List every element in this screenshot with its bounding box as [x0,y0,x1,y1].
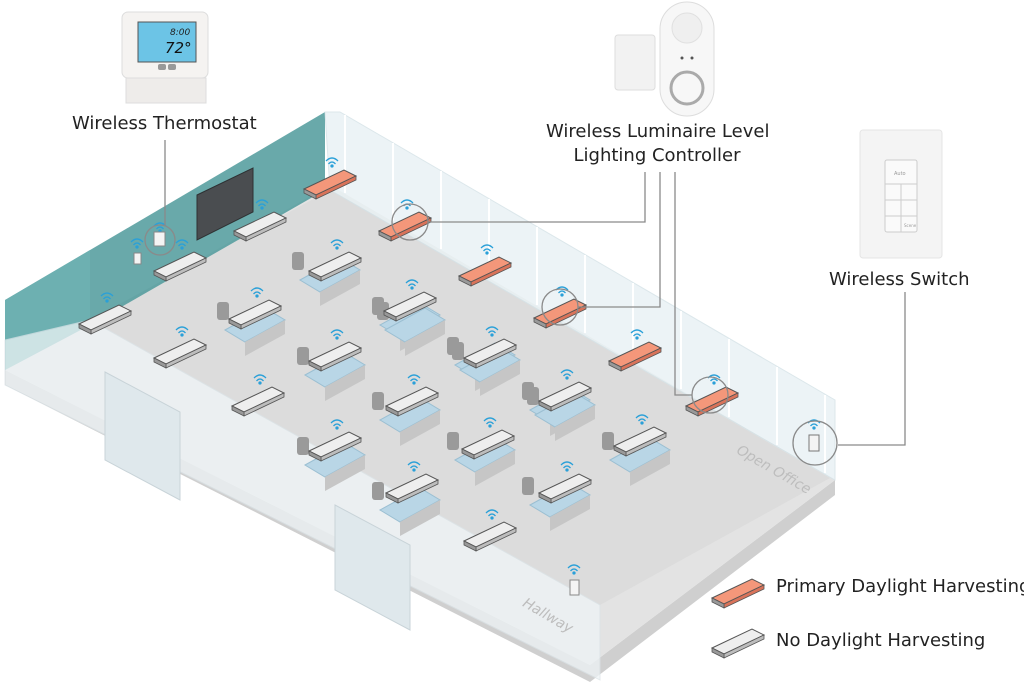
chair [602,432,614,450]
wifi-icon [405,279,419,290]
standard-fixture [460,429,516,460]
thermostat-temp: 72° [165,39,192,57]
luminaire-controller-product-image [614,1,715,117]
standard-fixture [227,299,283,330]
legend-primary-daylight: Primary Daylight Harvesting [776,576,1024,597]
luminaire-controller-label-line1: Wireless Luminaire Level [546,121,770,142]
standard-fixture [152,338,208,369]
wifi-icon [635,414,649,425]
daylight-harvesting-fixture [684,386,740,417]
wifi-icon [175,239,189,250]
light-fixtures [77,157,821,575]
office-switch [808,434,820,452]
chair [452,342,464,360]
wifi-icon [485,326,499,337]
chair [447,432,459,450]
switch-scene-text: Scene [904,223,917,228]
wifi-icon [330,329,344,340]
chair [372,392,384,410]
thermostat-time: 8:00 [170,28,190,38]
callout-lines [144,140,906,466]
wifi-icon [325,157,339,168]
wifi-icon [175,326,189,337]
chair [217,302,229,320]
daylight-harvesting-fixture [377,211,433,242]
hallway-doors [104,371,411,631]
legend-swatches [710,578,766,659]
wifi-icon [560,369,574,380]
standard-fixture [232,211,288,242]
wifi-icon [100,292,114,303]
wall-thermostat [153,231,166,247]
wifi-icon [480,244,494,255]
standard-fixture [382,291,438,322]
chair [292,252,304,270]
workstation [527,387,597,441]
standard-fixture [230,386,286,417]
standard-fixture [307,431,363,462]
switch-label: Wireless Switch [829,269,970,290]
standard-fixture [384,386,440,417]
standard-fixture [537,381,593,412]
workstation [372,392,442,446]
daylight-harvesting-fixture [457,256,513,287]
wall-sensor [133,252,142,265]
standard-fixture [152,251,208,282]
wifi-icon [407,374,421,385]
wifi-icon [485,509,499,520]
thermostat-label: Wireless Thermostat [72,113,257,134]
standard-fixture [462,338,518,369]
luminaire-controller-label: Wireless Luminaire Level Lighting Contro… [546,120,770,168]
wifi-icon [253,374,267,385]
legend-swatch-none [710,628,766,659]
wifi-icon [407,461,421,472]
standard-fixture [384,473,440,504]
open-office-floor [90,190,830,605]
wall-display [196,167,254,241]
workstation [217,302,287,356]
workstation [452,342,522,396]
standard-fixture [612,426,668,457]
switch-auto-text: Auto [894,171,906,177]
standard-fixture [77,304,133,335]
workstation [372,482,442,536]
workstation [297,347,367,401]
wifi-icon [567,564,581,575]
legend-no-daylight: No Daylight Harvesting [776,630,986,651]
wifi-icon [560,461,574,472]
workstation [602,432,672,486]
standard-fixture [537,473,593,504]
hallway-switch [569,579,580,596]
chair [297,347,309,365]
wifi-icon [630,329,644,340]
daylight-harvesting-fixture [532,298,588,329]
standard-fixture [307,341,363,372]
luminaire-controller-label-line2: Lighting Controller [573,145,741,166]
wifi-icon [330,239,344,250]
chair [527,387,539,405]
legend-swatch-primary [710,578,766,609]
switch-product-image: Auto Scene [859,129,943,259]
thermostat-product-image: 8:00 72° [121,11,209,104]
wifi-icon [130,238,144,249]
wifi-icon [483,417,497,428]
chair [372,482,384,500]
wifi-icon [255,199,269,210]
chair [297,437,309,455]
standard-fixture [462,521,518,552]
wifi-icon [250,287,264,298]
daylight-harvesting-fixture [302,169,358,200]
chair [522,477,534,495]
standard-fixture [307,251,363,282]
daylight-harvesting-fixture [607,341,663,372]
workstation [377,302,447,356]
wifi-icon [330,419,344,430]
